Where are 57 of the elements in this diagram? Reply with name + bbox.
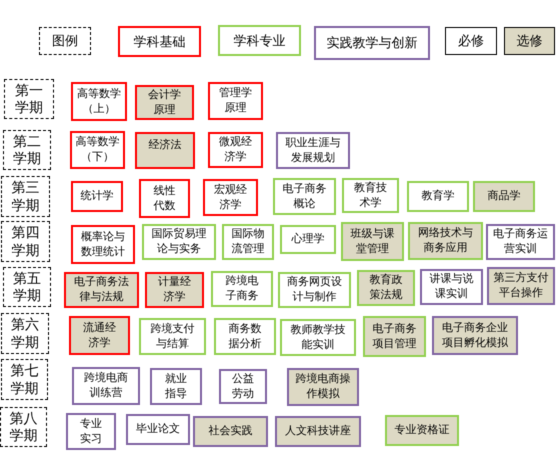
course-box: 商品学	[473, 181, 535, 212]
course-box: 第三方支付平台操作	[487, 267, 555, 305]
course-box: 宏观经济学	[203, 179, 258, 216]
course-box: 讲课与说课实训	[420, 269, 483, 305]
course-box: 电子商务企业项目孵化模拟	[432, 316, 518, 355]
legend-item: 必修	[445, 27, 497, 55]
semester-box: 第八学期	[0, 407, 47, 447]
semester-box: 第二学期	[3, 130, 51, 170]
course-box: 计量经济学	[145, 272, 204, 308]
course-box: 专业资格证	[385, 415, 459, 446]
course-box: 教育政策法规	[357, 270, 415, 306]
course-box: 跨境电商训练营	[72, 367, 140, 405]
semester-box: 第四学期	[1, 221, 50, 262]
course-box: 国际贸易理论与实务	[142, 224, 216, 260]
course-box: 商务网页设计与制作	[278, 272, 351, 308]
semester-box: 第七学期	[1, 359, 48, 400]
course-box: 线性代数	[139, 179, 190, 218]
legend-item: 学科基础	[118, 26, 201, 57]
course-box: 统计学	[71, 181, 123, 212]
course-box: 高等数学（下）	[70, 131, 125, 169]
course-box: 社会实践	[193, 416, 268, 447]
course-box: 电子商务法律与法规	[64, 272, 139, 308]
course-box: 经济法	[135, 132, 195, 169]
course-box: 跨境支付与结算	[139, 318, 206, 355]
course-box: 公益劳动	[219, 369, 267, 404]
semester-box: 第五学期	[3, 267, 51, 307]
semester-box: 第一学期	[4, 79, 54, 119]
course-box: 教育技术学	[342, 178, 399, 213]
course-box: 教师教学技能实训	[280, 319, 356, 356]
legend-item: 选修	[504, 27, 555, 55]
course-box: 微观经济学	[208, 132, 263, 168]
legend-item: 学科专业	[218, 25, 301, 56]
course-box: 心理学	[280, 225, 336, 254]
course-box: 流通经济学	[69, 316, 130, 355]
course-box: 跨境电子商务	[211, 271, 273, 307]
course-box: 毕业论文	[126, 414, 190, 445]
course-box: 职业生涯与发展规划	[276, 132, 350, 169]
course-box: 电子商务项目管理	[363, 316, 426, 357]
course-box: 电子商务概论	[273, 178, 336, 215]
course-box: 跨境电商操作模拟	[287, 368, 359, 406]
course-box: 教育学	[407, 181, 469, 212]
course-box: 国际物流管理	[222, 224, 274, 260]
course-box: 高等数学（上）	[71, 82, 127, 121]
course-box: 商务数据分析	[214, 318, 276, 355]
course-box: 概率论与数理统计	[71, 225, 135, 264]
course-box: 班级与课堂管理	[341, 222, 404, 261]
course-box: 管理学原理	[208, 82, 263, 120]
course-box: 人文科技讲座	[275, 416, 361, 447]
course-box: 就业指导	[150, 368, 202, 405]
legend-item: 实践教学与创新	[314, 26, 430, 60]
course-box: 网络技术与商务应用	[408, 222, 483, 260]
legend-title: 图例	[39, 27, 91, 55]
course-box: 电子商务运营实训	[486, 224, 555, 260]
semester-box: 第三学期	[1, 176, 50, 217]
course-box: 会计学原理	[135, 85, 194, 120]
course-box: 专业实习	[66, 413, 116, 450]
semester-box: 第六学期	[1, 313, 49, 354]
